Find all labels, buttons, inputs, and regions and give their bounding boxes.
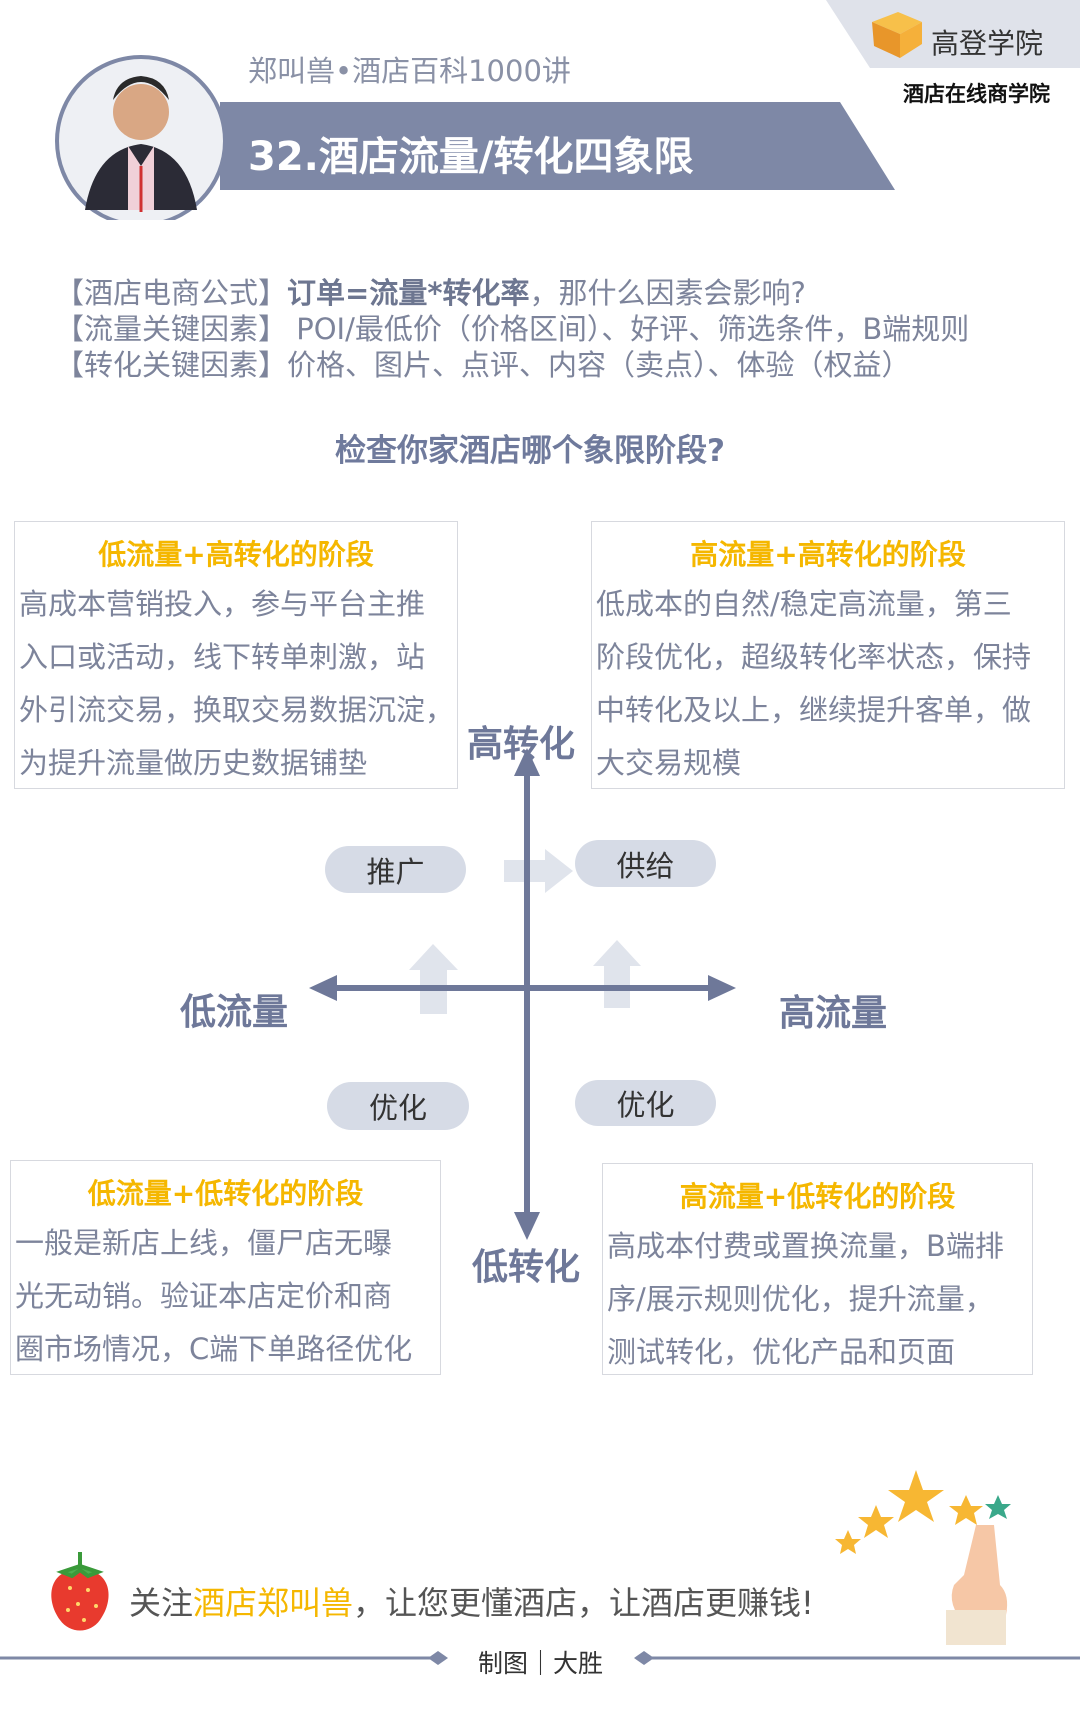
conversion-factors-line: 【转化关键因素】价格、图片、点评、内容（卖点）、体验（权益）: [55, 342, 911, 384]
credit-text: 制图｜大胜: [478, 1649, 604, 1678]
slogan-text: 关注: [129, 1584, 194, 1622]
quadrant-line: 序/展示规则优化，提升流量，: [607, 1282, 994, 1316]
formula-text: ，那什么因素会影响?: [529, 276, 806, 310]
formula-label: 【酒店电商公式】: [55, 276, 288, 310]
pill-optimize-left: 优化: [327, 1082, 469, 1130]
quadrant-line: 为提升流量做历史数据铺垫: [19, 746, 368, 780]
quadrant-axes: [309, 748, 736, 1240]
quadrant-line: 测试转化，优化产品和页面: [607, 1335, 956, 1369]
quadrant-low-traffic-low-conversion: 低流量+低转化的阶段 一般是新店上线，僵尸店无曝 光无动销。验证本店定价和商 圈…: [10, 1160, 441, 1375]
quadrant-title: 低流量+低转化的阶段: [87, 1177, 364, 1210]
quadrant-high-traffic-low-conversion: 高流量+低转化的阶段 高成本付费或置换流量，B端排 序/展示规则优化，提升流量，…: [602, 1163, 1033, 1375]
formula-bold: 订单=流量*转化率: [287, 276, 530, 310]
formula-label: 【流量关键因素】: [55, 312, 288, 346]
brand-logo-icon: [872, 12, 922, 58]
quadrant-line: 低成本的自然/稳定高流量，第三: [596, 587, 1012, 621]
quadrant-line: 一般是新店上线，僵尸店无曝: [15, 1226, 393, 1260]
quadrant-line: 圈市场情况，C端下单路径优化: [15, 1332, 413, 1366]
formula-text: 价格、图片、点评、内容（卖点）、体验（权益）: [287, 348, 911, 382]
quadrant-line: 高成本营销投入，参与平台主推: [19, 587, 426, 621]
quadrant-line: 高成本付费或置换流量，B端排: [607, 1229, 1004, 1263]
traffic-factors-line: 【流量关键因素】 POI/最低价（价格区间）、好评、筛选条件，B端规则: [55, 306, 969, 348]
axis-label-high-conversion: 高转化: [467, 724, 576, 765]
formula-text: POI/最低价（价格区间）、好评、筛选条件，B端规则: [287, 312, 970, 346]
stars-hand-illustration: [835, 1470, 1011, 1645]
quadrant-line: 中转化及以上，继续提升客单，做: [596, 693, 1032, 727]
quadrant-line: 外引流交易，换取交易数据沉淀，: [19, 693, 455, 727]
footer-divider: [0, 1651, 1080, 1665]
quadrant-line: 阶段优化，超级转化率状态，保持: [596, 640, 1032, 674]
arrow-down-icon: [514, 1212, 540, 1240]
quadrant-low-traffic-high-conversion: 低流量+高转化的阶段 高成本营销投入，参与平台主推 入口或活动，线下转单刺激，站…: [14, 521, 458, 789]
arrow-up-icon: [514, 748, 540, 776]
pill-promote: 推广: [325, 846, 466, 893]
quadrant-line: 光无动销。验证本店定价和商: [15, 1279, 393, 1313]
formula-label: 【转化关键因素】: [55, 348, 288, 382]
formula-line: 【酒店电商公式】订单=流量*转化率，那什么因素会影响?: [55, 270, 806, 312]
footer-slogan: 关注酒店郑叫兽，让您更懂酒店，让酒店更赚钱!: [129, 1578, 814, 1624]
slogan-text: ，让您更懂酒店，让酒店更赚钱!: [353, 1584, 814, 1622]
account-name: 酒店郑叫兽: [193, 1584, 354, 1622]
brand-name: 高登学院: [931, 27, 1044, 60]
pill-optimize-right: 优化: [575, 1080, 716, 1126]
quadrant-title: 高流量+高转化的阶段: [690, 538, 966, 571]
brand-tagline: 酒店在线商学院: [903, 82, 1050, 106]
pill-supply: 供给: [575, 840, 716, 887]
right-arrow-icon: [504, 849, 573, 893]
series-name: 郑叫兽•酒店百科1000讲: [248, 54, 571, 88]
section-question: 检查你家酒店哪个象限阶段?: [335, 433, 725, 469]
axis-label-low-conversion: 低转化: [472, 1247, 581, 1288]
quadrant-line: 大交易规模: [596, 746, 742, 780]
arrow-left-icon: [309, 975, 337, 1001]
up-arrow-icon: [409, 944, 458, 1014]
quadrant-title: 低流量+高转化的阶段: [98, 538, 374, 571]
axis-label-high-traffic: 高流量: [779, 993, 888, 1034]
avatar: [55, 55, 227, 220]
quadrant-line: 入口或活动，线下转单刺激，站: [19, 640, 426, 674]
page-title: 32.酒店流量/转化四象限: [248, 134, 694, 180]
axis-label-low-traffic: 低流量: [180, 992, 289, 1033]
quadrant-high-traffic-high-conversion: 高流量+高转化的阶段 低成本的自然/稳定高流量，第三 阶段优化，超级转化率状态，…: [591, 521, 1065, 789]
up-arrow-icon: [593, 940, 641, 1008]
arrow-right-icon: [708, 975, 736, 1001]
quadrant-title: 高流量+低转化的阶段: [679, 1180, 956, 1213]
header-decoration: [55, 0, 1080, 220]
title-banner: [220, 102, 895, 190]
strawberry-icon: [51, 1552, 109, 1631]
